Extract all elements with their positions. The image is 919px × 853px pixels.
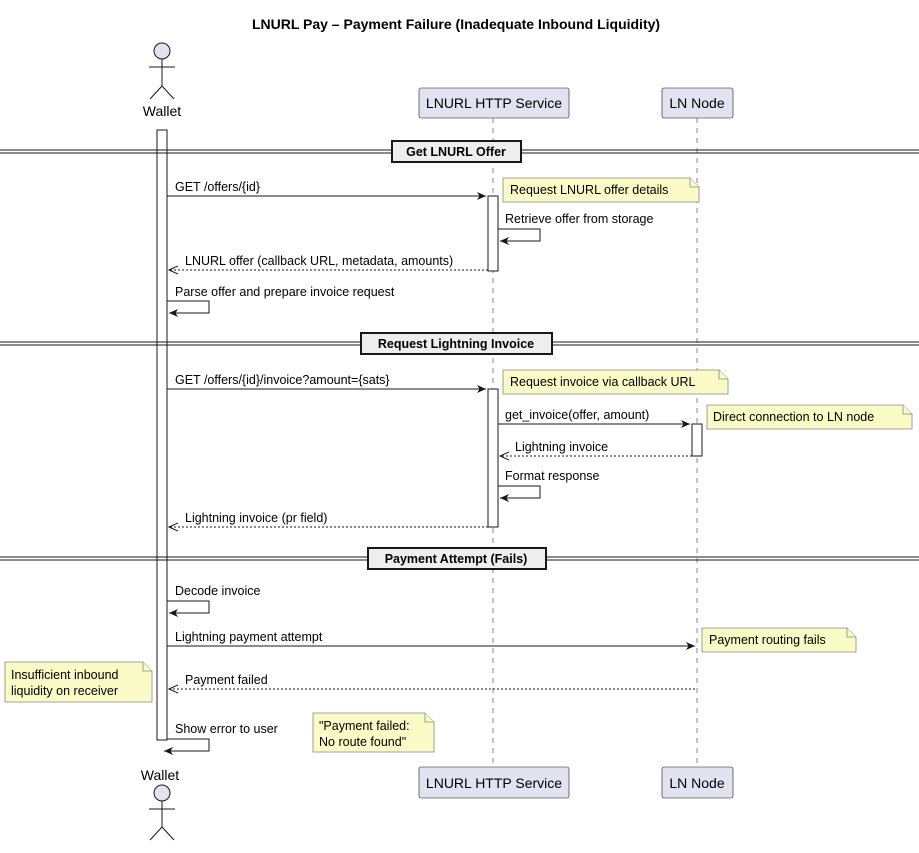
actor-wallet-bottom: Wallet xyxy=(141,767,179,841)
note-text: No route found" xyxy=(319,735,406,749)
node-activation-bar xyxy=(691,423,703,457)
note-request-invoice: Request invoice via callback URL xyxy=(502,369,729,395)
note-text: Payment routing fails xyxy=(709,633,826,647)
note-text: Direct connection to LN node xyxy=(713,410,874,424)
note-text: Request invoice via callback URL xyxy=(510,375,696,389)
note-error-message: "Payment failed: No route found" xyxy=(312,712,435,753)
participant-service-bottom: LNURL HTTP Service xyxy=(418,766,570,799)
divider-label: Get LNURL Offer xyxy=(406,145,506,159)
actor-head-icon xyxy=(153,42,171,60)
message-label: GET /offers/{id} xyxy=(175,180,260,194)
note-text: "Payment failed: xyxy=(319,719,410,733)
service-activation-bar xyxy=(487,195,499,272)
participant-node-label: LN Node xyxy=(669,775,724,791)
self-message-arrow xyxy=(167,600,210,617)
participant-node-top: LN Node xyxy=(661,87,734,119)
message-label: LNURL offer (callback URL, metadata, amo… xyxy=(185,254,453,268)
actor-head-icon xyxy=(153,784,171,802)
message-label: Payment failed xyxy=(185,673,268,687)
diagram-title: LNURL Pay – Payment Failure (Inadequate … xyxy=(252,16,660,32)
divider-label: Payment Attempt (Fails) xyxy=(385,552,528,566)
participant-service-top: LNURL HTTP Service xyxy=(418,87,570,119)
message-label: GET /offers/{id}/invoice?amount={sats} xyxy=(175,373,390,387)
wallet-activation-bar xyxy=(156,129,168,741)
note-insufficient-liquidity: Insufficient inbound liquidity on receiv… xyxy=(4,661,153,703)
participant-node-label: LN Node xyxy=(669,95,724,111)
message-label: Show error to user xyxy=(175,722,278,736)
message-label: Lightning payment attempt xyxy=(175,630,323,644)
message-label: get_invoice(offer, amount) xyxy=(505,408,649,422)
message-label: Retrieve offer from storage xyxy=(505,212,653,226)
note-direct-connection: Direct connection to LN node xyxy=(706,404,913,430)
message-label: Lightning invoice xyxy=(515,440,608,454)
participant-node-bottom: LN Node xyxy=(661,766,734,799)
message-label: Parse offer and prepare invoice request xyxy=(175,285,395,299)
participant-wallet-label: Wallet xyxy=(141,767,179,783)
participant-service-label: LNURL HTTP Service xyxy=(426,95,562,111)
note-request-offer: Request LNURL offer details xyxy=(502,177,700,203)
self-message-arrow xyxy=(498,485,541,502)
actor-wallet-top: Wallet xyxy=(143,42,181,119)
self-message-arrow xyxy=(164,738,210,755)
message-label: Format response xyxy=(505,469,600,483)
divider-payment-attempt: Payment Attempt (Fails) xyxy=(0,547,919,570)
participant-wallet-label: Wallet xyxy=(143,103,181,119)
note-routing-fails: Payment routing fails xyxy=(701,627,857,653)
message-label: Lightning invoice (pr field) xyxy=(185,511,327,525)
note-text: liquidity on receiver xyxy=(11,684,118,698)
service-activation-bar xyxy=(487,388,499,528)
divider-get-offer: Get LNURL Offer xyxy=(0,140,919,163)
message-label: Decode invoice xyxy=(175,584,261,598)
note-text: Insufficient inbound xyxy=(11,668,119,682)
divider-label: Request Lightning Invoice xyxy=(378,337,534,351)
participant-service-label: LNURL HTTP Service xyxy=(426,775,562,791)
self-message-arrow xyxy=(498,228,541,245)
divider-request-invoice: Request Lightning Invoice xyxy=(0,332,919,355)
note-text: Request LNURL offer details xyxy=(510,183,668,197)
self-message-arrow xyxy=(167,300,210,317)
